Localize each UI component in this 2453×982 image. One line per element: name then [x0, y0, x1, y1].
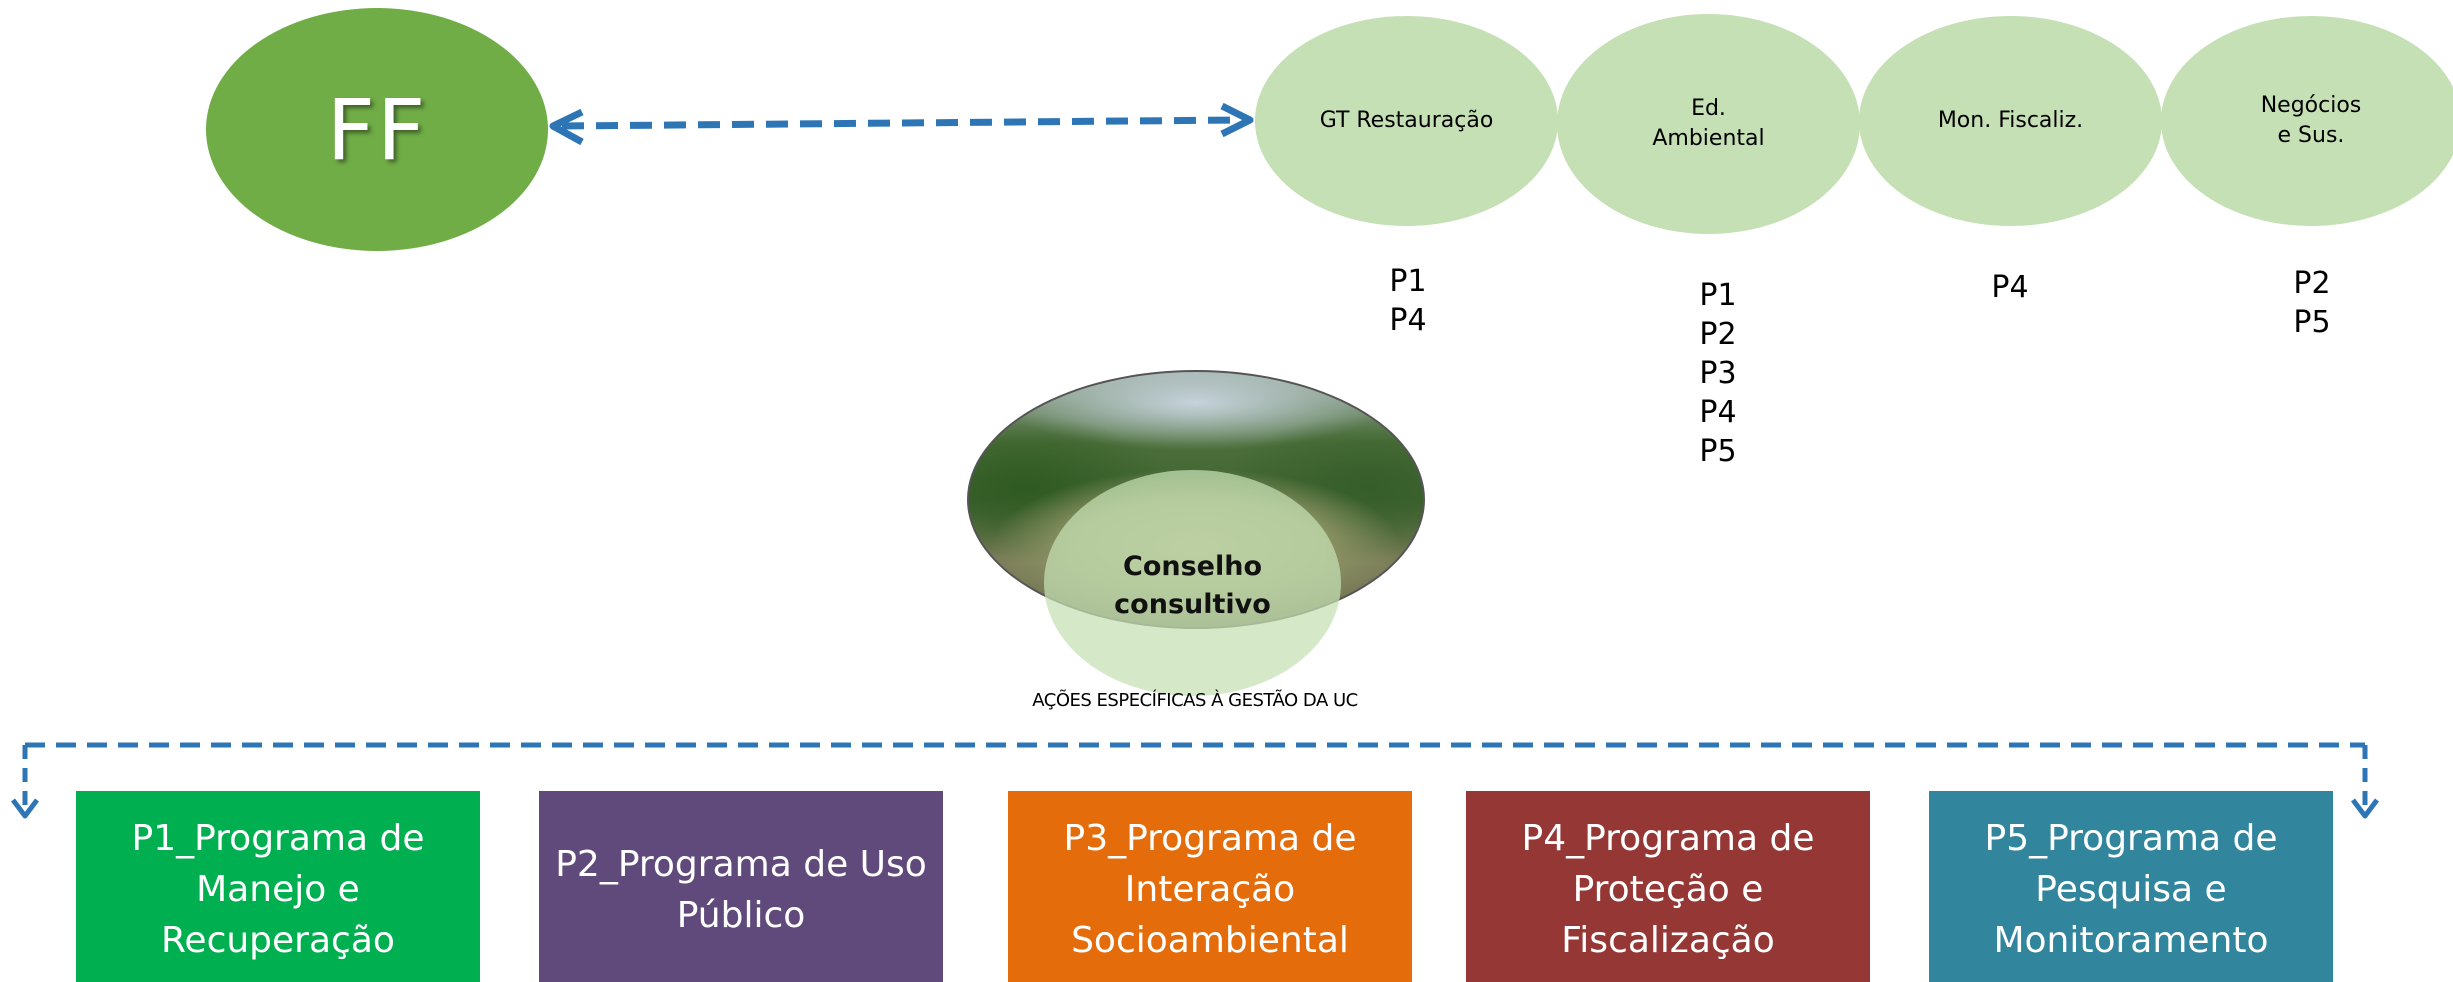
negocios-program-list: P2 P5	[2252, 264, 2372, 342]
program-code: P3	[1699, 356, 1737, 391]
program-code: P2	[2293, 266, 2331, 301]
mon-fiscaliz-program-list: P4	[1950, 268, 2070, 307]
program-box-p3: P3_Programa de Interação Socioambiental	[1008, 791, 1412, 982]
gt-arrowhead-right	[1220, 102, 1254, 138]
program-code: P1	[1389, 264, 1427, 299]
ff-gt-dashed-line	[561, 116, 1241, 130]
ed-ambiental-node: Ed. Ambiental	[1557, 14, 1860, 234]
program-box-p1: P1_Programa de Manejo e Recuperação	[76, 791, 480, 982]
program-box-p2: P2_Programa de Uso Público	[539, 791, 943, 982]
negocios-node: Negócios e Sus.	[2161, 16, 2453, 226]
acoes-especificas-label: AÇÕES ESPECÍFICAS À GESTÃO DA UC	[1032, 690, 1358, 711]
ff-node: FF	[206, 8, 548, 251]
gt-restauracao-label: GT Restauração	[1319, 108, 1494, 133]
program-code: P1	[1699, 278, 1737, 313]
program-code: P4	[1699, 395, 1737, 430]
program-code: P4	[1991, 270, 2029, 305]
ed-ambiental-program-list: P1 P2 P3 P4 P5	[1658, 276, 1778, 471]
programs-arrowhead-left	[11, 798, 39, 819]
gt-restauracao-program-list: P1 P4	[1348, 262, 1468, 340]
ff-arrowhead-left	[549, 108, 584, 146]
conselho-node	[1044, 470, 1341, 696]
gt-restauracao-node: GT Restauração	[1255, 16, 1558, 226]
mon-fiscaliz-label: Mon. Fiscaliz.	[1937, 108, 2084, 133]
ff-label: FF	[326, 80, 428, 179]
programs-arrowhead-right	[2351, 798, 2379, 819]
program-box-p4: P4_Programa de Proteção e Fiscalização	[1466, 791, 1870, 982]
program-code: P4	[1389, 303, 1427, 338]
negocios-label: Negócios e Sus.	[2260, 93, 2362, 148]
program-code: P2	[1699, 317, 1737, 352]
conselho-label: Conselho consultivo	[1114, 551, 1271, 620]
mon-fiscaliz-node: Mon. Fiscaliz.	[1859, 16, 2162, 226]
ed-ambiental-label: Ed. Ambiental	[1652, 96, 1765, 151]
program-box-p5: P5_Programa de Pesquisa e Monitoramento	[1929, 791, 2333, 982]
program-code: P5	[2293, 305, 2331, 340]
program-code: P5	[1699, 434, 1737, 469]
